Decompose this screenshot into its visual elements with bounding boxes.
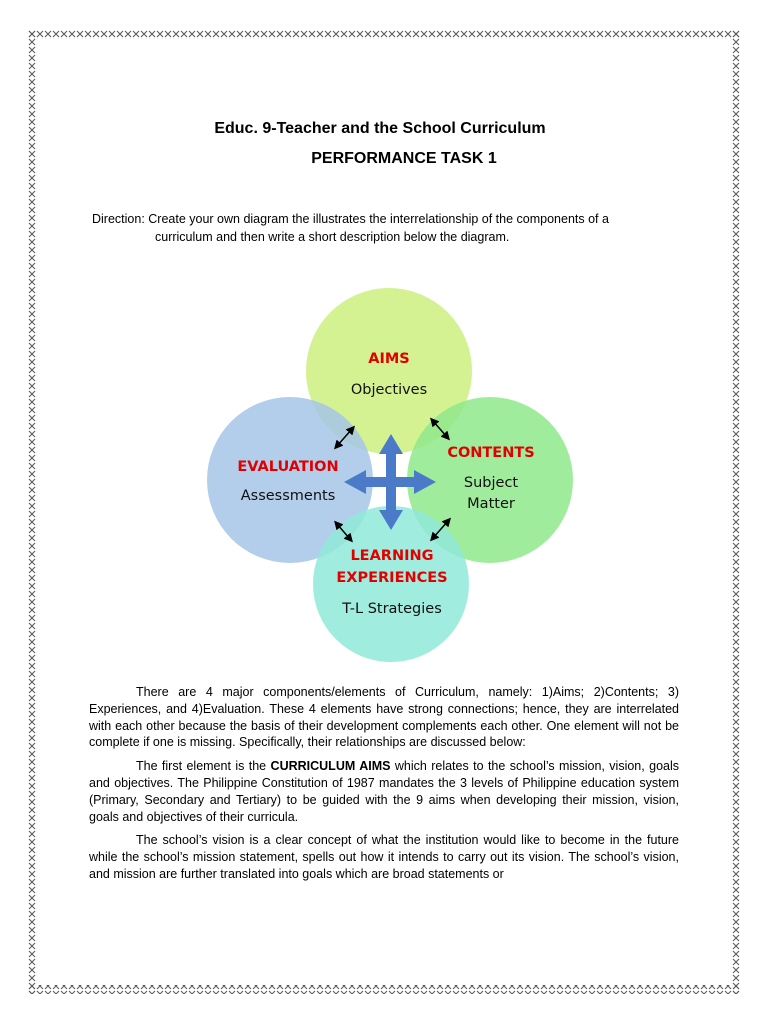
arrow-aims-evaluation	[334, 425, 355, 450]
arrow-contents-learning	[430, 517, 451, 542]
circle-aims	[306, 288, 472, 454]
evaluation-title: EVALUATION	[237, 459, 338, 475]
paragraph-2: The first element is the CURRICULUM AIMS…	[89, 758, 679, 825]
learning-text: T-L Strategies	[341, 601, 442, 617]
contents-text-2: Matter	[467, 496, 515, 512]
direction-text: Direction: Create your own diagram the i…	[92, 210, 682, 246]
task-title: PERFORMANCE TASK 1	[311, 150, 497, 167]
curriculum-aims-term: CURRICULUM AIMS	[270, 759, 391, 774]
direction-line-1: Direction: Create your own diagram the i…	[92, 212, 609, 226]
arrow-evaluation-learning	[334, 520, 353, 543]
learning-title-1: LEARNING	[350, 548, 433, 564]
decorative-page-border	[28, 30, 740, 994]
paragraph-1: There are 4 major components/elements of…	[89, 685, 679, 750]
center-cross-arrow	[344, 434, 436, 530]
paragraph-2-end: which relates to the school’s mission, v…	[89, 759, 679, 824]
paragraph-2-start: The first element is the	[136, 759, 271, 774]
description-body: There are 4 major components/elements of…	[89, 684, 679, 890]
aims-text: Objectives	[351, 382, 427, 398]
arrow-aims-contents	[430, 417, 450, 441]
learning-title-2: EXPERIENCES	[336, 570, 447, 586]
direction-line-2: curriculum and then write a short descri…	[155, 230, 510, 244]
course-title: Educ. 9-Teacher and the School Curriculu…	[214, 120, 546, 137]
aims-title: AIMS	[368, 351, 410, 367]
contents-title: CONTENTS	[447, 445, 534, 461]
evaluation-text: Assessments	[241, 488, 336, 504]
contents-text-1: Subject	[464, 475, 519, 491]
circle-evaluation	[207, 397, 373, 563]
paragraph-3: The school’s vision is a clear concept o…	[89, 833, 679, 881]
circle-learning	[313, 506, 469, 662]
